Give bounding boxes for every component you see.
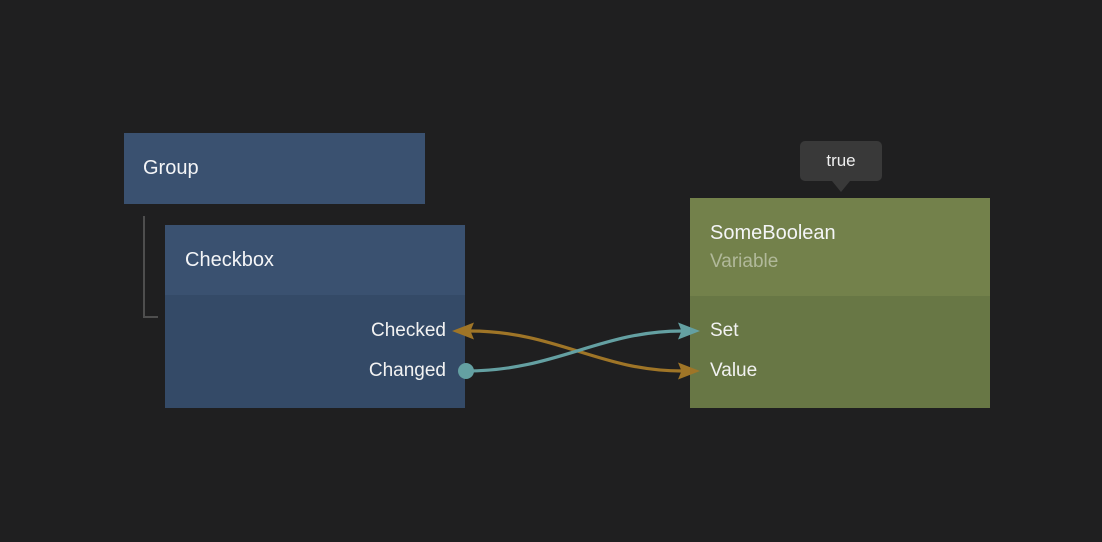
port-changed[interactable]: Changed — [165, 351, 465, 391]
tooltip-pointer-icon — [832, 181, 850, 192]
port-value-label: Value — [710, 360, 758, 381]
node-variable[interactable]: SomeBoolean Variable Set Value — [690, 198, 990, 408]
value-tooltip: true — [800, 141, 882, 192]
checkbox-node-body: Checked Changed — [165, 295, 465, 408]
variable-node-header[interactable]: SomeBoolean Variable — [690, 198, 990, 296]
value-tooltip-text: true — [826, 151, 856, 170]
checkbox-node-title: Checkbox — [185, 249, 274, 271]
checkbox-node-header[interactable]: Checkbox — [165, 225, 465, 295]
port-set[interactable]: Set — [690, 311, 990, 351]
port-checked[interactable]: Checked — [165, 311, 465, 351]
port-value[interactable]: Value — [690, 351, 990, 391]
port-set-label: Set — [710, 320, 739, 341]
variable-node-body: Set Value — [690, 296, 990, 408]
port-checked-label: Checked — [371, 320, 446, 341]
hierarchy-connector-line — [143, 216, 158, 318]
variable-node-subtitle: Variable — [710, 251, 779, 272]
variable-node-title: SomeBoolean — [710, 222, 836, 244]
node-checkbox[interactable]: Checkbox Checked Changed — [165, 225, 465, 408]
group-node-title: Group — [143, 157, 199, 179]
wire-changed-set[interactable] — [465, 329, 683, 373]
node-group[interactable]: Group — [124, 133, 425, 204]
wire-checked-value[interactable] — [469, 329, 683, 373]
port-changed-label: Changed — [368, 360, 446, 381]
